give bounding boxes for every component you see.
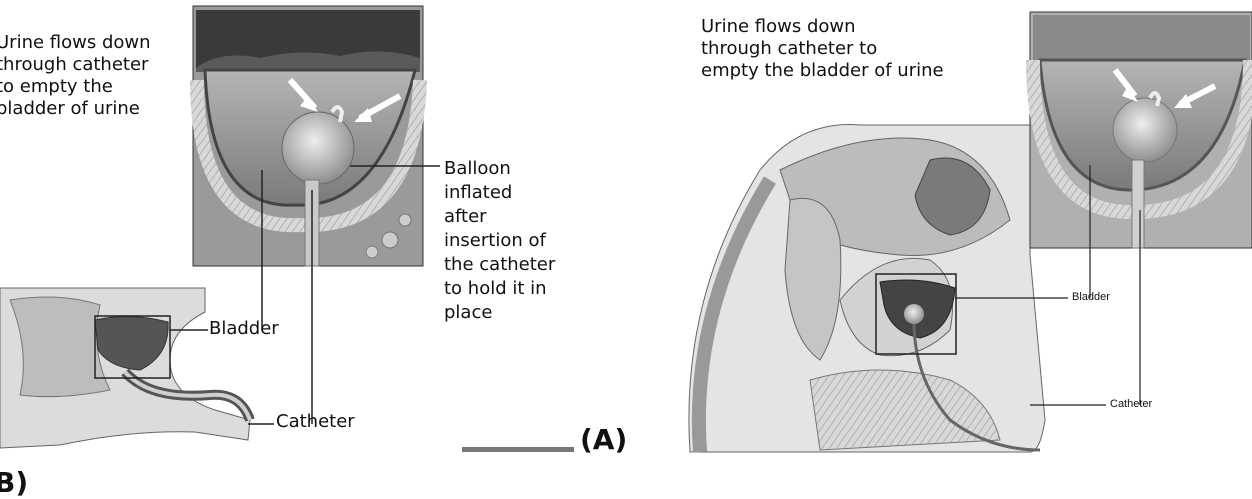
left-bladder-label: Bladder [209, 318, 279, 340]
left-caption: Urine flows down through catheter to emp… [0, 32, 151, 120]
left-catheter-label: Catheter [276, 411, 355, 433]
right-sagittal-view [689, 125, 1045, 452]
right-bladder-label: Bladder [1072, 291, 1110, 303]
right-inset-bladder [1030, 12, 1252, 248]
right-catheter-label: Catheter [1110, 398, 1152, 410]
diagram-artwork [0, 0, 1252, 486]
panel-letter-a: (A) [580, 423, 627, 456]
balloon-label: Balloon inflated after insertion of the … [444, 157, 555, 325]
left-inset-bladder [193, 6, 423, 266]
panel-letter-b: B) [0, 466, 28, 499]
right-caption: Urine flows down through catheter to emp… [701, 16, 944, 82]
clipped-fragment [462, 447, 574, 452]
left-sagittal-view [0, 288, 250, 448]
